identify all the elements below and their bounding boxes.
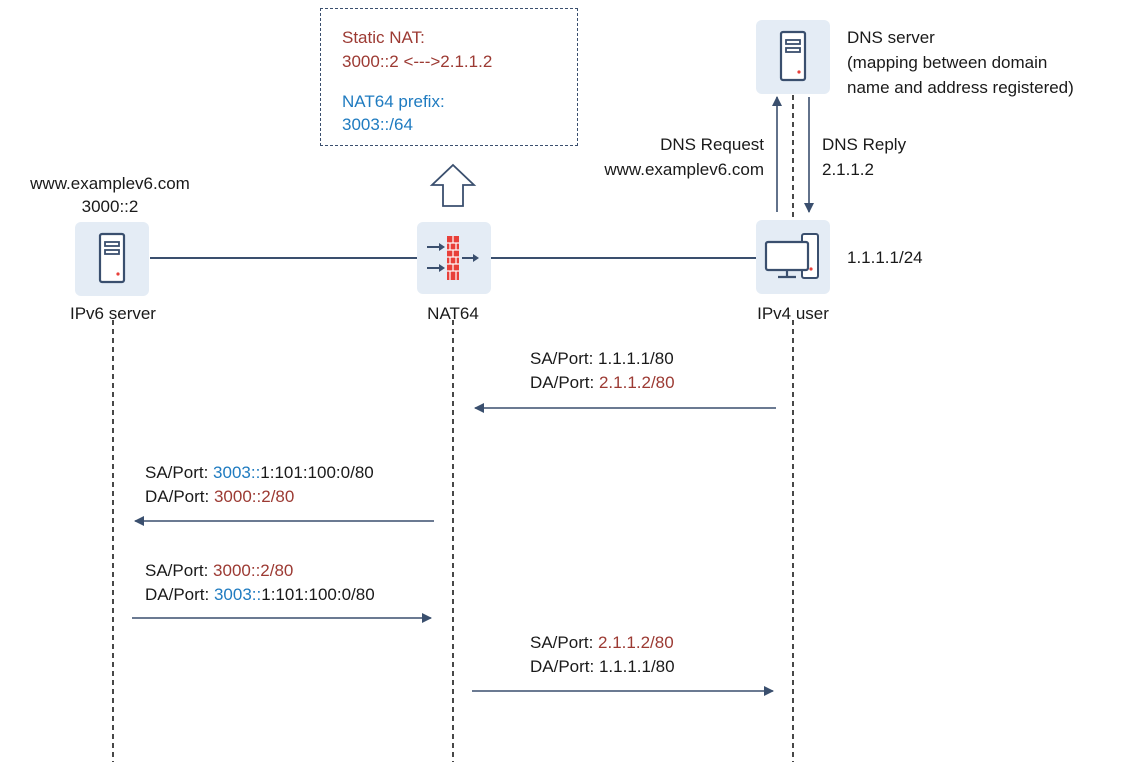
dns-request-domain: www.examplev6.com bbox=[604, 160, 764, 179]
da-value-translated: 2.1.1.2/80 bbox=[598, 373, 675, 392]
sa-value: 1:101:100:0/80 bbox=[260, 463, 374, 482]
dns-reply-label: DNS Reply bbox=[822, 135, 907, 154]
nat64-prefix-label: NAT64 prefix: bbox=[342, 92, 445, 111]
dns-server-desc-line2: name and address registered) bbox=[847, 78, 1074, 97]
dns-server-desc-line1: (mapping between domain bbox=[847, 53, 1048, 72]
message-3-destination: DA/Port: 3003::1:101:100:0/80 bbox=[145, 585, 375, 605]
message-4-source: SA/Port: 2.1.1.2/80 bbox=[530, 633, 674, 653]
dns-request-label: DNS Request bbox=[660, 135, 764, 154]
config-hollow-arrow bbox=[429, 163, 477, 207]
dns-server-icon bbox=[756, 20, 830, 94]
message-2-destination: DA/Port: 3000::2/80 bbox=[145, 487, 294, 507]
da-label: DA/Port: bbox=[145, 585, 214, 604]
message-2-source: SA/Port: 3003::1:101:100:0/80 bbox=[145, 463, 374, 483]
sa-value-translated: 3000::2/80 bbox=[213, 561, 294, 580]
sa-label: SA/Port: bbox=[530, 349, 599, 368]
da-nat64-prefix: 3003:: bbox=[213, 585, 262, 604]
ipv6-server-domain: www.examplev6.com bbox=[30, 174, 190, 193]
ipv4-user-label: IPv4 user bbox=[757, 304, 829, 323]
da-label: DA/Port: bbox=[530, 657, 599, 676]
nat64-prefix-value: 3003::/64 bbox=[342, 115, 413, 134]
static-nat-mapping: 3000::2 <--->2.1.1.2 bbox=[342, 52, 493, 71]
da-label: DA/Port: bbox=[530, 373, 599, 392]
ipv4-user-address: 1.1.1.1/24 bbox=[847, 248, 923, 267]
sa-label: SA/Port: bbox=[145, 463, 214, 482]
message-1-source: SA/Port: 1.1.1.1/80 bbox=[530, 349, 674, 369]
static-nat-label: Static NAT: bbox=[342, 28, 425, 47]
nat64-label: NAT64 bbox=[427, 304, 479, 323]
ipv6-server-icon bbox=[75, 222, 149, 296]
sa-label: SA/Port: bbox=[530, 633, 599, 652]
dns-reply-address: 2.1.1.2 bbox=[822, 160, 874, 179]
message-1-destination: DA/Port: 2.1.1.2/80 bbox=[530, 373, 675, 393]
sa-nat64-prefix: 3003:: bbox=[213, 463, 261, 482]
message-3-source: SA/Port: 3000::2/80 bbox=[145, 561, 293, 581]
message-4-destination: DA/Port: 1.1.1.1/80 bbox=[530, 657, 675, 677]
da-value-translated: 3000::2/80 bbox=[213, 487, 295, 506]
sa-value: 1.1.1.1/80 bbox=[598, 349, 674, 368]
nat64-firewall-icon bbox=[417, 222, 491, 294]
da-label: DA/Port: bbox=[145, 487, 214, 506]
nat-config-box bbox=[320, 8, 578, 146]
ipv6-server-label: IPv6 server bbox=[70, 304, 156, 323]
da-value: 1:101:100:0/80 bbox=[261, 585, 375, 604]
da-value: 1.1.1.1/80 bbox=[598, 657, 675, 676]
sa-value-translated: 2.1.1.2/80 bbox=[598, 633, 674, 652]
ipv4-user-pc-icon bbox=[756, 220, 830, 294]
ipv6-server-address: 3000::2 bbox=[81, 197, 139, 216]
sa-label: SA/Port: bbox=[145, 561, 214, 580]
dns-server-title: DNS server bbox=[847, 28, 935, 47]
